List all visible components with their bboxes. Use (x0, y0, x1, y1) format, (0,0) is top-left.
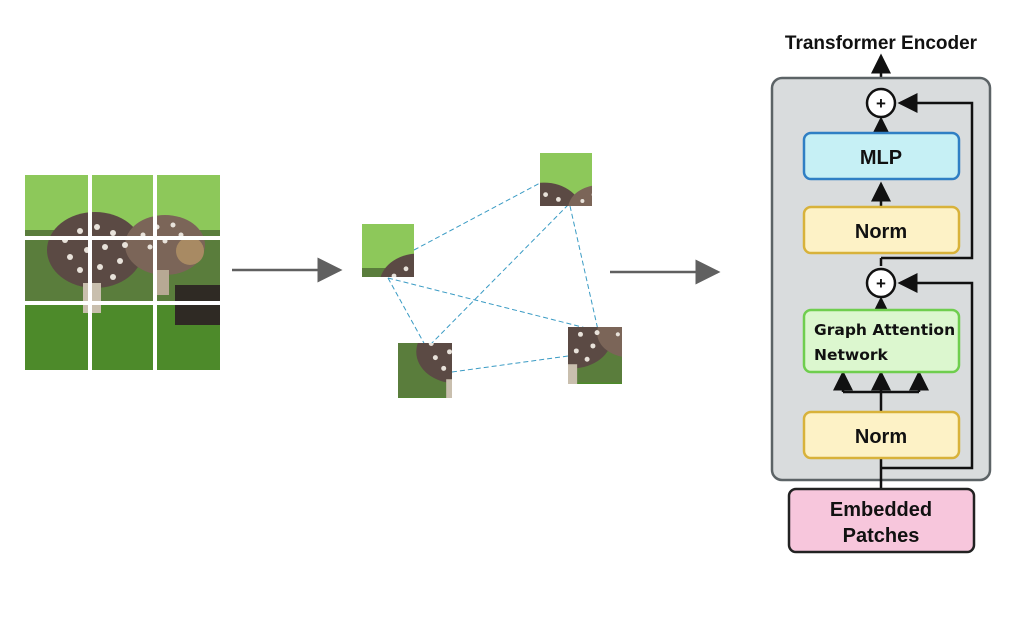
svg-text:+: + (876, 274, 886, 293)
norm-top-label: Norm (855, 221, 907, 243)
graph-edge (569, 205, 599, 331)
add-node-top: + (865, 87, 897, 119)
residual-connections (881, 93, 974, 470)
patch-node (398, 343, 452, 398)
graph-edge (413, 182, 541, 251)
norm-bottom-label: Norm (855, 426, 907, 448)
residual-path-bottom (881, 273, 974, 470)
patch-grid-lines (25, 175, 220, 370)
graph-edge (429, 204, 569, 346)
embedded-patches-block: Embedded Patches (787, 487, 976, 554)
norm-block-top: Norm (802, 205, 961, 255)
encoder-title: Transformer Encoder (785, 33, 978, 54)
embedded-line1: Embedded (830, 499, 932, 521)
transformer-encoder: Transformer Encoder + (770, 33, 992, 554)
patch-graph (362, 153, 622, 398)
graph-edge (387, 277, 595, 331)
main-flow (833, 116, 929, 489)
gat-label-line1: Graph Attention (814, 321, 955, 339)
norm-block-bottom: Norm (802, 410, 961, 460)
gat-label-line2: Network (814, 346, 889, 364)
patch-node (568, 327, 622, 384)
mlp-label: MLP (860, 147, 902, 169)
add-node-bottom: + (865, 267, 897, 299)
gat-block: Graph Attention Network (802, 308, 961, 374)
input-image-grid (25, 175, 220, 370)
residual-path-top (881, 93, 974, 260)
svg-text:+: + (876, 94, 886, 113)
mlp-block: MLP (802, 131, 961, 181)
graph-edges (387, 182, 599, 373)
graph-edge (451, 355, 569, 373)
embedded-line2: Patches (843, 525, 920, 547)
patch-node (540, 153, 592, 206)
graph-edge (387, 277, 426, 346)
